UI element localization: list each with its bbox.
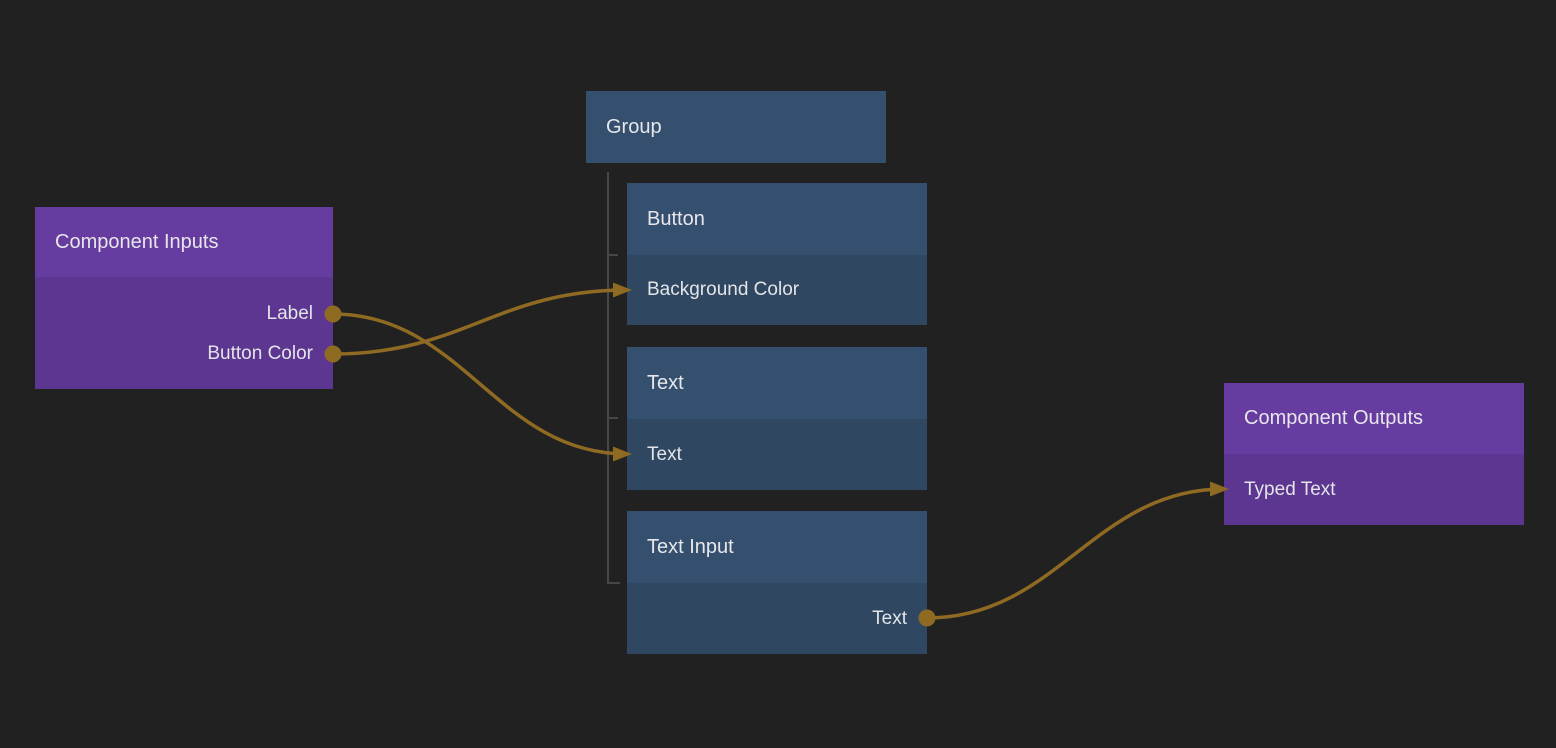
node-title: Group bbox=[606, 115, 662, 138]
output-port-row-text[interactable]: Text bbox=[627, 583, 927, 654]
node-button-header[interactable]: Button bbox=[627, 183, 927, 255]
node-title: Component Outputs bbox=[1244, 407, 1423, 429]
port-label: Background Color bbox=[647, 279, 800, 300]
output-port-dot-text[interactable] bbox=[918, 609, 936, 627]
node-component-outputs-header[interactable]: Component Outputs bbox=[1224, 383, 1524, 454]
output-port-row-label[interactable]: Label bbox=[35, 294, 333, 334]
node-button[interactable]: Button Background Color bbox=[627, 183, 927, 325]
node-group-header[interactable]: Group bbox=[586, 91, 886, 163]
wire-label-to-text[interactable] bbox=[332, 312, 628, 456]
port-label: Button Color bbox=[207, 343, 313, 364]
input-port-row-background-color[interactable]: Background Color bbox=[627, 255, 927, 325]
node-component-inputs-body: Label Button Color bbox=[35, 277, 333, 389]
node-text-header[interactable]: Text bbox=[627, 347, 927, 419]
node-title: Text Input bbox=[647, 535, 734, 558]
port-label: Typed Text bbox=[1244, 478, 1336, 500]
node-text-input[interactable]: Text Input Text bbox=[627, 511, 927, 654]
node-title: Text bbox=[647, 371, 684, 394]
node-title: Component Inputs bbox=[55, 230, 219, 253]
input-port-row-typed-text[interactable]: Typed Text bbox=[1224, 454, 1524, 525]
node-component-outputs[interactable]: Component Outputs Typed Text bbox=[1224, 383, 1524, 525]
port-label: Label bbox=[266, 303, 314, 324]
wire-text-to-typed-text[interactable] bbox=[926, 487, 1225, 620]
output-port-dot-label[interactable] bbox=[324, 305, 342, 323]
node-text[interactable]: Text Text bbox=[627, 347, 927, 490]
output-port-dot-button-color[interactable] bbox=[324, 345, 342, 363]
output-port-row-button-color[interactable]: Button Color bbox=[35, 334, 333, 374]
node-component-inputs-header[interactable]: Component Inputs bbox=[35, 207, 333, 277]
group-tree-line bbox=[607, 172, 620, 584]
node-component-inputs[interactable]: Component Inputs Label Button Color bbox=[35, 207, 333, 389]
port-label: Text bbox=[872, 607, 907, 629]
input-port-row-text[interactable]: Text bbox=[627, 419, 927, 490]
node-title: Button bbox=[647, 207, 705, 230]
wire-button-color-to-background-color[interactable] bbox=[332, 288, 628, 356]
node-group[interactable]: Group bbox=[586, 91, 886, 163]
port-label: Text bbox=[647, 443, 682, 465]
node-text-input-header[interactable]: Text Input bbox=[627, 511, 927, 583]
